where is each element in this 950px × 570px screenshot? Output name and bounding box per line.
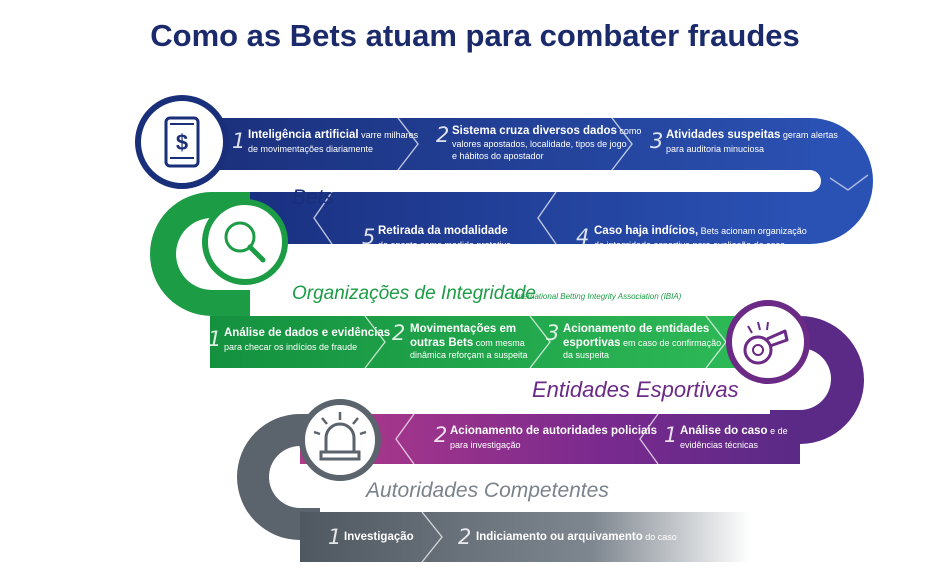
step-number: 3: [650, 129, 663, 153]
integridade-band: [210, 316, 770, 368]
step-number: 5: [362, 225, 375, 249]
step-number: 2: [434, 423, 447, 447]
section-label-organizacoes: Organizações de Integridade: [292, 283, 536, 304]
step-bets-3: 3 Atividades suspeitas geram alertas par…: [650, 129, 838, 154]
step-number: 2: [436, 123, 449, 147]
step-title: Inteligência artificial: [248, 129, 359, 141]
step-text: de integridade esportiva para avaliação …: [594, 240, 785, 250]
svg-text:Inteligência artificial varre: Inteligência artificial varre milhares: [248, 129, 419, 141]
step-org-1: 1 Análise de dados e evidências para che…: [208, 327, 390, 352]
step-title: Análise do caso: [680, 425, 768, 437]
svg-text:Caso haja indícios, Bets acion: Caso haja indícios, Bets acionam organiz…: [594, 225, 807, 237]
bets-band-bottom: [240, 192, 810, 244]
step-ent-2: 2 Acionamento de autoridades policiais p…: [434, 423, 657, 450]
step-number: 4: [576, 225, 589, 249]
step-text: de movimentações diariamente: [248, 144, 373, 154]
step-title: Caso haja indícios,: [594, 225, 698, 237]
step-text: com mesma: [473, 338, 525, 348]
svg-text:Indiciamento ou arquivamento d: Indiciamento ou arquivamento do caso: [476, 531, 677, 543]
step-title: Investigação: [344, 531, 414, 543]
step-bets-4: 4 Caso haja indícios, Bets acionam organ…: [576, 225, 807, 250]
step-text: evidências técnicas: [680, 440, 759, 450]
step-number: 3: [546, 321, 559, 345]
step-aut-1: 1 Investigação: [328, 525, 414, 549]
step-title: outras Bets: [410, 337, 473, 349]
section-label-bets: Bets: [292, 186, 335, 209]
step-org-3: 3 Acionamento de entidades esportivas em…: [546, 321, 721, 360]
step-text: e hábitos do apostador: [452, 151, 544, 161]
step-title: Movimentações em: [410, 323, 516, 335]
step-text: de aposta como medida protetiva: [378, 240, 511, 250]
siren-icon: [299, 399, 381, 481]
step-title: esportivas: [563, 337, 621, 349]
step-number: 1: [664, 423, 677, 447]
step-title: Acionamento de autoridades policiais: [450, 425, 657, 437]
step-number: 1: [328, 525, 341, 549]
step-text: como: [617, 126, 642, 136]
autoridades-band: [300, 512, 750, 562]
step-title: Indiciamento ou arquivamento: [476, 531, 643, 543]
integridade-curve: [150, 192, 250, 316]
step-title: Retirada da modalidade: [378, 225, 508, 237]
svg-text:outras Bets com mesma: outras Bets com mesma: [410, 337, 525, 349]
step-text: valores apostados, localidade, tipos de …: [452, 139, 627, 149]
step-text: varre milhares: [359, 130, 419, 140]
autoridades-curve: [237, 414, 320, 540]
step-number: 2: [392, 321, 405, 345]
step-number: 2: [458, 525, 471, 549]
step-text: dinâmica reforçam a suspeita: [410, 350, 528, 360]
step-text: para auditoria minuciosa: [666, 144, 764, 154]
step-title: Análise de dados e evidências: [224, 327, 390, 339]
step-bets-2: 2 Sistema cruza diversos dados como valo…: [436, 123, 641, 161]
svg-text:Sistema cruza diversos dados c: Sistema cruza diversos dados como: [452, 125, 641, 137]
page-title: Como as Bets atuam para combater fraudes: [150, 18, 800, 53]
whistle-icon: [726, 300, 810, 384]
step-text: para checar os indícios de fraude: [224, 342, 357, 352]
step-title: Acionamento de entidades: [563, 323, 709, 335]
svg-text:$: $: [176, 130, 188, 155]
svg-text:esportivas em caso de confirma: esportivas em caso de confirmação: [563, 337, 721, 349]
step-title: Sistema cruza diversos dados: [452, 125, 617, 137]
step-ent-1: 1 Análise do caso e de evidências técnic…: [664, 423, 788, 450]
step-number: 1: [232, 129, 245, 153]
magnifier-icon: [202, 199, 288, 285]
bets-band-top: [180, 118, 873, 244]
step-aut-2: 2 Indiciamento ou arquivamento do caso: [458, 525, 677, 549]
section-label-entidades: Entidades Esportivas: [532, 377, 739, 402]
step-text: geram alertas: [780, 130, 838, 140]
phone-dollar-icon: $: [135, 95, 229, 189]
step-text: em caso de confirmação: [621, 338, 722, 348]
step-text: da suspeita: [563, 350, 609, 360]
step-text: Bets acionam organização: [698, 226, 807, 236]
step-text: do caso: [643, 532, 677, 542]
step-text: para investigação: [450, 440, 521, 450]
step-bets-5: 5 Retirada da modalidade de aposta como …: [362, 225, 511, 250]
entidades-band: [300, 414, 800, 464]
step-title: Atividades suspeitas: [666, 129, 780, 141]
step-bets-1: 1 Inteligência artificial varre milhares…: [232, 129, 419, 154]
step-org-2: 2 Movimentações em outras Bets com mesma…: [392, 321, 528, 360]
section-label-autoridades: Autoridades Competentes: [364, 479, 609, 502]
svg-text:Análise do caso e de: Análise do caso e de: [680, 425, 788, 437]
step-number: 1: [208, 327, 221, 351]
step-text: e de: [768, 426, 788, 436]
svg-text:Atividades suspeitas geram ale: Atividades suspeitas geram alertas: [666, 129, 838, 141]
section-sublabel-ibia: International Betting Integrity Associat…: [514, 292, 682, 301]
